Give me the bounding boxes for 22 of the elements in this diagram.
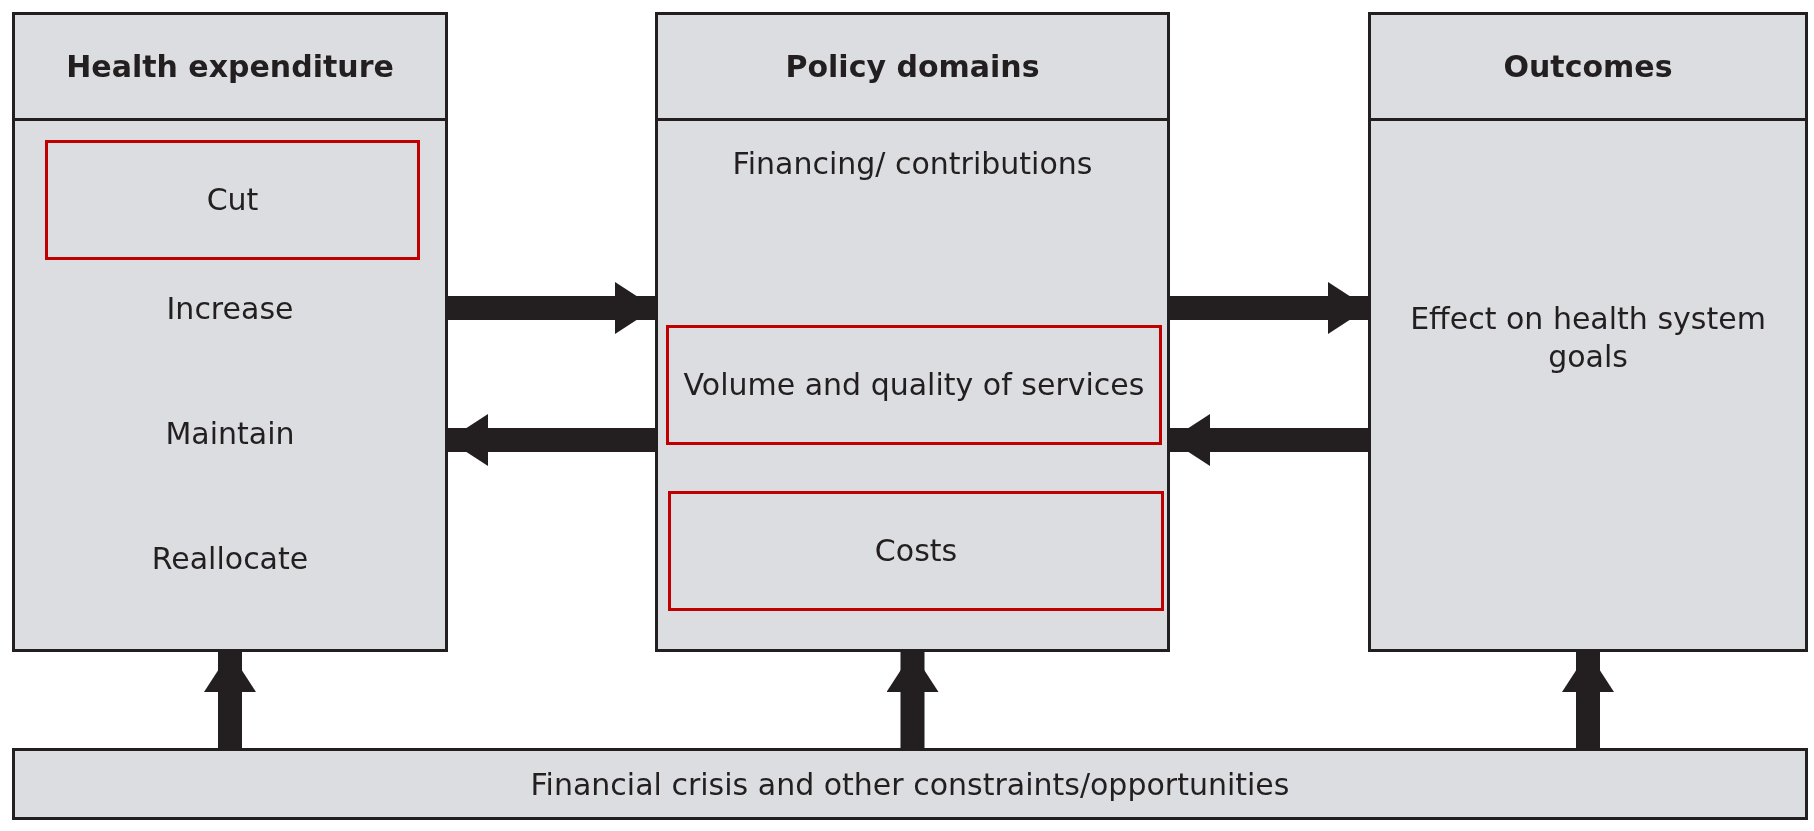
block-arrow (1170, 414, 1368, 466)
highlighted-box: Cut (45, 140, 420, 260)
panel-heading: Outcomes (1371, 15, 1805, 121)
panel (655, 12, 1170, 652)
constraint-bar: Financial crisis and other constraints/opportunities (12, 748, 1808, 820)
panel-heading: Health expenditure (15, 15, 445, 121)
item-text: Reallocate (150, 540, 310, 578)
block-arrow (1562, 652, 1614, 748)
panel (1368, 12, 1808, 652)
block-arrow (1170, 282, 1368, 334)
highlighted-box: Costs (668, 491, 1164, 611)
item-text: Effect on health system goals (1409, 300, 1767, 376)
panel (12, 12, 448, 652)
item-text: Maintain (164, 415, 296, 453)
highlighted-box: Volume and quality of services (666, 325, 1162, 445)
block-arrow (886, 652, 939, 748)
block-arrow (204, 652, 256, 748)
block-arrow (448, 414, 655, 466)
item-text: Increase (165, 290, 295, 328)
item-text: Financing/ contributions (731, 145, 1094, 183)
block-arrow (448, 282, 655, 334)
panel-heading: Policy domains (658, 15, 1167, 121)
